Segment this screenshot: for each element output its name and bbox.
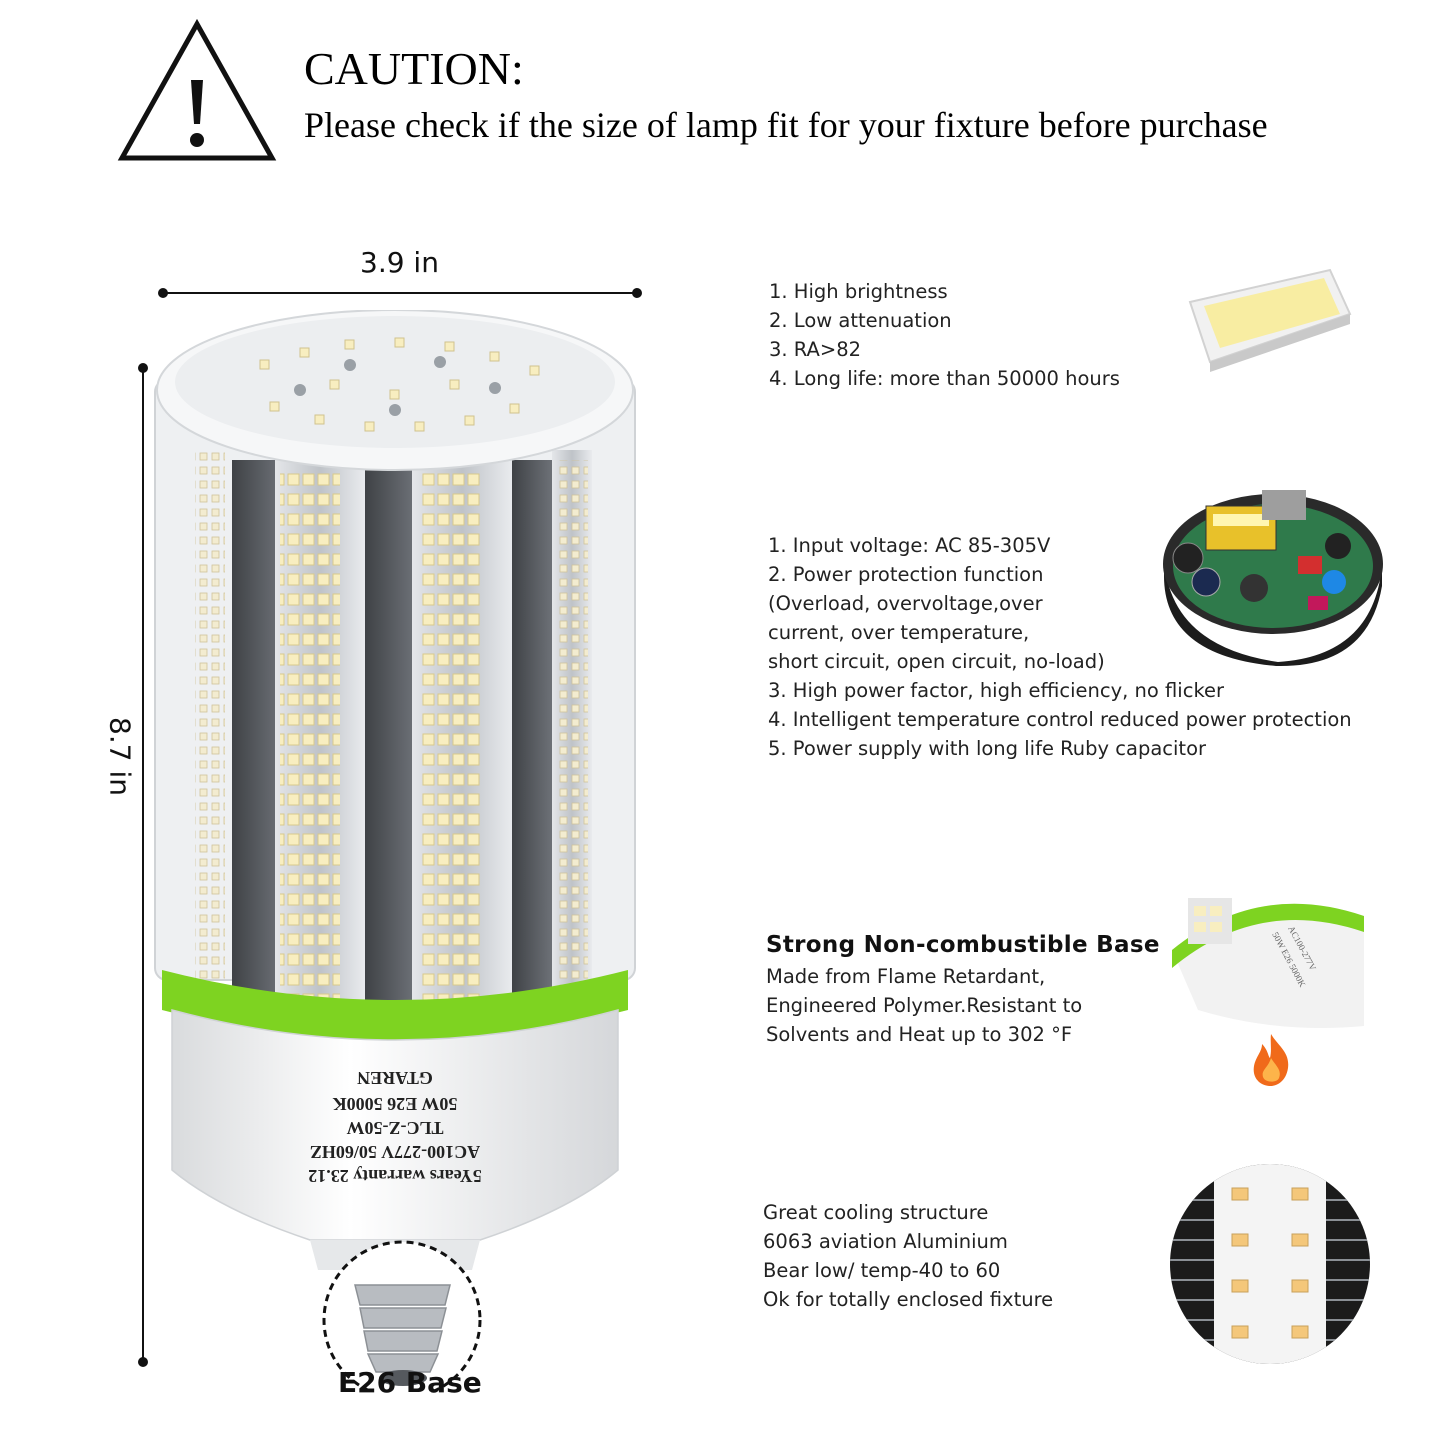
caution-title: CAUTION: — [304, 43, 524, 94]
feature-item: 5. Power supply with long life Ruby capa… — [768, 737, 1207, 760]
height-dimension-line — [138, 363, 148, 1367]
feature-item: 2. Low attenuation — [769, 309, 952, 332]
warning-triangle-icon — [117, 18, 277, 161]
base-closeup-image: 50W E26 5000K AC100-277V — [1172, 898, 1364, 1028]
led-chip-features: 1. High brightness 2. Low attenuation 3.… — [769, 277, 1120, 393]
corn-led-lamp-image: 5Years warranty 23.12 AC100-277V 50/60HZ… — [154, 310, 636, 1390]
width-label: 3.9 in — [360, 246, 439, 279]
feature-item: 6063 aviation Aluminium — [763, 1230, 1008, 1253]
feature-item: Ok for totally enclosed fixture — [763, 1288, 1054, 1311]
feature-item: (Overload, overvoltage,over — [768, 592, 1043, 615]
feature-item: short circuit, open circuit, no-load) — [768, 650, 1105, 673]
caution-text: Please check if the size of lamp fit for… — [304, 105, 1268, 145]
height-label: 8.7 in — [103, 717, 137, 796]
feature-item: 1. High brightness — [769, 280, 948, 303]
non-combustible-base-features: Strong Non-combustible Base Made from Fl… — [766, 928, 1160, 1049]
feature-item: Made from Flame Retardant, — [766, 965, 1046, 988]
fire-icon — [1253, 1034, 1289, 1086]
feature-item: current, over temperature, — [768, 621, 1030, 644]
feature-item: 4. Long life: more than 50000 hours — [769, 367, 1120, 390]
feature-item: Engineered Polymer.Resistant to — [766, 994, 1083, 1017]
feature-item: 2. Power protection function — [768, 563, 1044, 586]
feature-item: 3. High power factor, high efficiency, n… — [768, 679, 1225, 702]
power-supply-features: 1. Input voltage: AC 85-305V 2. Power pr… — [768, 531, 1352, 763]
feature-item: Great cooling structure — [763, 1201, 989, 1224]
power-driver-board-image — [1163, 490, 1383, 667]
base-feature-heading: Strong Non-combustible Base — [766, 932, 1160, 958]
cooling-structure-features: Great cooling structure 6063 aviation Al… — [763, 1198, 1053, 1314]
cooling-heatsink-image — [1170, 1164, 1370, 1364]
lamp-label-line3: AC100-277V 50/60HZ — [310, 1142, 480, 1162]
base-label: E26 Base — [338, 1366, 482, 1399]
led-chip-image — [1188, 268, 1352, 372]
feature-item: Bear low/ temp-40 to 60 — [763, 1259, 1001, 1282]
width-dimension-line — [158, 288, 642, 298]
feature-item: 1. Input voltage: AC 85-305V — [768, 534, 1051, 557]
lamp-label-line2: TLC-Z-50W — [346, 1118, 443, 1138]
lamp-label-line1: 50W E26 5000K — [333, 1094, 458, 1114]
feature-item: 4. Intelligent temperature control reduc… — [768, 708, 1352, 731]
feature-item: 3. RA>82 — [769, 338, 862, 361]
lamp-label-line4: 5Years warranty 23.12 — [308, 1166, 481, 1186]
feature-item: Solvents and Heat up to 302 °F — [766, 1023, 1073, 1046]
lamp-label-brand: GTAREN — [357, 1068, 433, 1088]
